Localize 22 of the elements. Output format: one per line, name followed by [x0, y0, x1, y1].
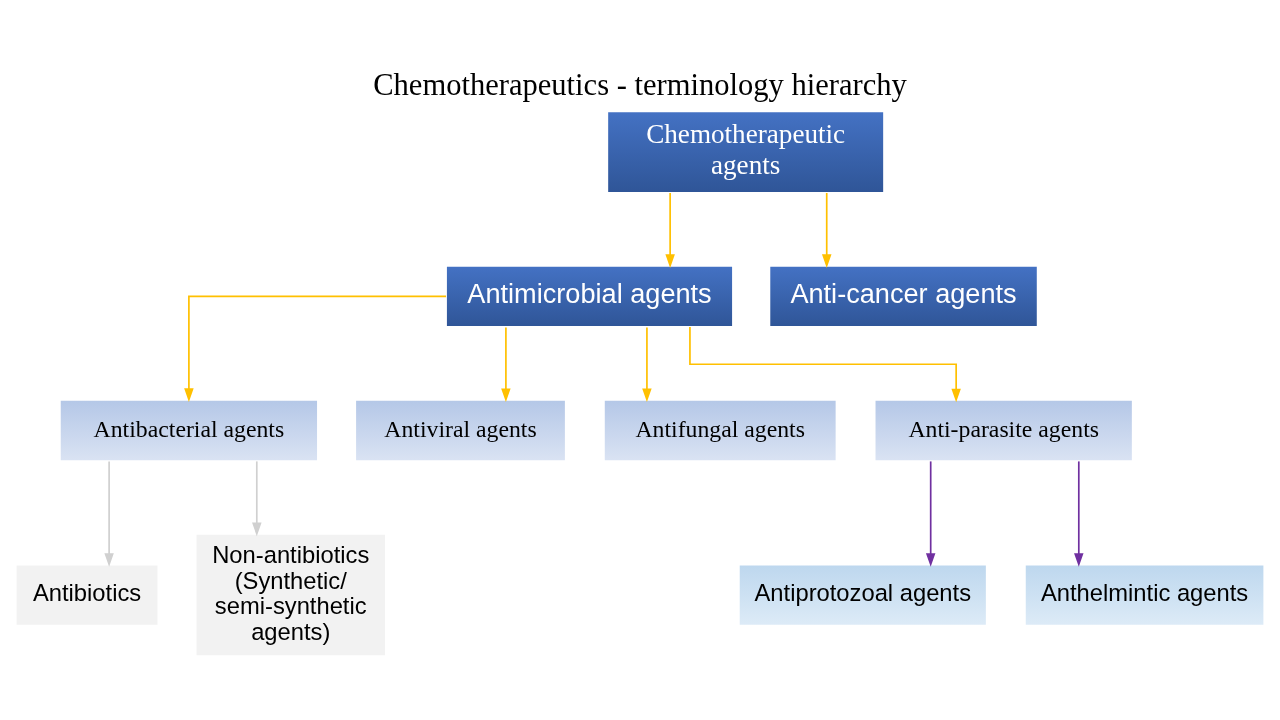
arrow	[642, 326, 652, 403]
node-box: Antifungal agents	[603, 399, 838, 462]
node-box: Antiprotozoal agents	[738, 563, 988, 627]
arrow	[689, 326, 961, 403]
arrow	[925, 460, 936, 567]
node-box: Antibacterial agents	[59, 399, 319, 462]
arrow	[1074, 460, 1084, 567]
arrow	[252, 460, 262, 537]
node-box: Anthelmintic agents	[1024, 563, 1266, 627]
node-box: Antimicrobial agents	[445, 264, 734, 328]
node-box: Non-antibiotics (Synthetic/ semi-synthetic agents)	[194, 533, 387, 658]
diagram-title: Chemotherapeutics - terminology hierarchy	[373, 68, 907, 103]
node-box: Antiviral agents	[354, 399, 567, 462]
node-box: Anti-cancer agents	[768, 264, 1039, 328]
node-box: Antibiotics	[14, 563, 160, 627]
arrow	[104, 460, 114, 567]
node-box: Anti-parasite agents	[873, 399, 1134, 462]
arrow	[501, 326, 511, 403]
arrow	[665, 192, 675, 268]
node-box: Chemotherapeutic agents	[606, 110, 885, 194]
arrow	[821, 192, 832, 268]
arrow	[184, 295, 447, 402]
